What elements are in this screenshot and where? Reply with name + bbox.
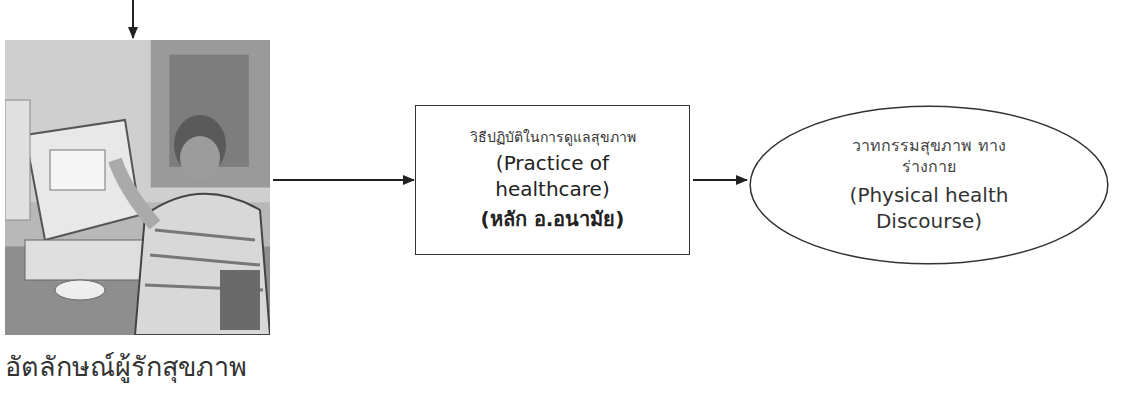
flow-arrow	[273, 179, 414, 181]
node-text: วิธีปฏิบัติในการดูแลสุขภาพ	[470, 128, 636, 146]
node-text: (Practice of healthcare)	[453, 150, 653, 202]
incoming-arrow	[132, 0, 134, 38]
identity-label: อัตลักษณ์ผู้รักสุขภาพ	[5, 349, 247, 384]
process-box: วิธีปฏิบัติในการดูแลสุขภาพ (Practice of h…	[415, 105, 690, 255]
node-text: (Physical health Discourse)	[824, 182, 1034, 234]
node-text: วาทกรรมสุขภาพ ทางร่างกาย	[849, 136, 1009, 178]
flow-arrow	[693, 179, 747, 181]
photo-node: อัตลักษณ์ผู้รักสุขภาพ	[5, 40, 270, 335]
photo-illustration	[5, 40, 270, 335]
node-text: (หลัก อ.อนามัย)	[481, 206, 625, 232]
discourse-ellipse: วาทกรรมสุขภาพ ทางร่างกาย(Physical health…	[748, 105, 1110, 265]
